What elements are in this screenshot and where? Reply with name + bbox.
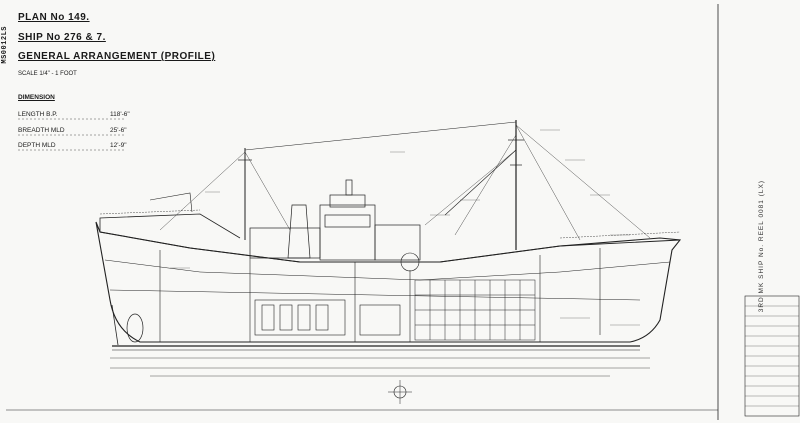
- triatic-stay: [244, 121, 517, 151]
- engine-room: [254, 252, 420, 336]
- breadth-label: BREADTH MLD: [18, 127, 65, 134]
- breadth-value: 25'-6": [110, 127, 127, 134]
- plan-number: PLAN No 149.: [18, 12, 90, 23]
- rudder: [111, 304, 119, 346]
- bridge-structure: [319, 204, 376, 261]
- propeller: [126, 313, 144, 343]
- depth-label: DEPTH MLD: [18, 142, 56, 149]
- drawing-scale: SCALE 1/4" - 1 FOOT: [18, 71, 77, 77]
- length-label: LENGTH B.P.: [18, 111, 58, 118]
- dimension-heading: DIMENSION: [18, 94, 55, 101]
- hull-outline: [95, 221, 682, 343]
- ship-number: SHIP No 276 & 7.: [18, 32, 106, 43]
- length-value: 118'-6": [110, 111, 130, 118]
- depth-value: 12'-9": [110, 142, 127, 149]
- drawing-title: GENERAL ARRANGEMENT (PROFILE): [18, 51, 216, 62]
- main-deck-line: [99, 231, 681, 263]
- cargo-hold: [414, 279, 536, 341]
- derrick-boom: [444, 149, 517, 216]
- funnel: [287, 204, 311, 259]
